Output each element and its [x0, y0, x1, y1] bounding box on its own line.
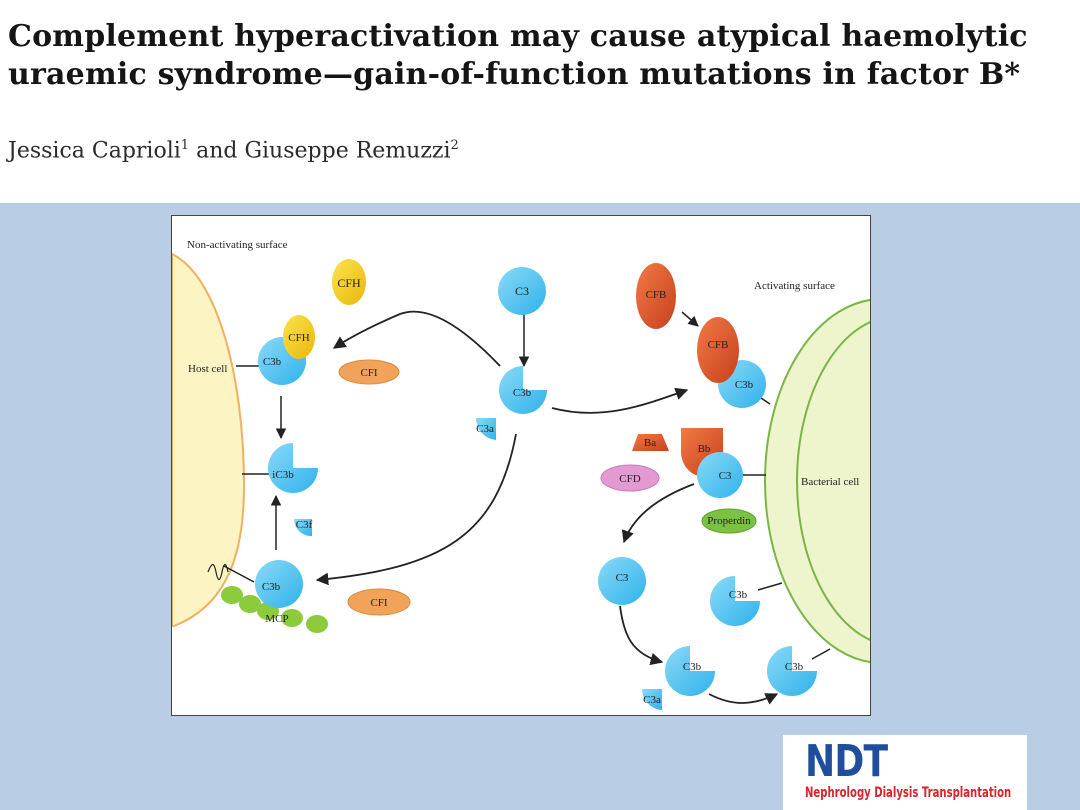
mcp-domain	[239, 595, 261, 613]
c3b-host-top-label: C3b	[263, 356, 282, 368]
cfh-free-label: CFH	[337, 276, 361, 290]
c3f-fragment	[293, 519, 312, 537]
ic3b-molecule	[268, 443, 318, 493]
arrow-c3-convertase	[621, 483, 695, 544]
journal-logo: NDT Nephrology Dialysis Transplantation	[783, 735, 1027, 810]
paper-header: Complement hyperactivation may cause aty…	[0, 0, 1080, 203]
paper-title: Complement hyperactivation may cause aty…	[8, 19, 1028, 92]
logo-acronym: NDT	[805, 736, 888, 787]
pathway-diagram: CFH C3 CFB Non-activating surface Activa…	[172, 239, 870, 710]
c3-top-molecule	[498, 267, 546, 315]
c3b-bottom-right-label: C3b	[785, 661, 804, 673]
arrow-c3b-to-bacterial	[551, 387, 689, 414]
mcp-anchor-line	[223, 565, 255, 583]
author-line: Jessica Caprioli1 and Giuseppe Remuzzi2	[8, 138, 459, 163]
cfb-free-molecule	[636, 263, 676, 329]
c3a-bottom-label: C3a	[643, 694, 661, 706]
properdin-label: Properdin	[707, 515, 751, 527]
c3-right-molecule	[697, 452, 743, 498]
author-name: Giuseppe Remuzzi	[244, 138, 451, 164]
bacterial-cell-outer	[764, 299, 870, 663]
cfh-free-molecule	[332, 259, 366, 305]
bacterial-cell-label: Bacterial cell	[801, 476, 859, 488]
arrow-c3b-to-host	[332, 310, 501, 367]
cfh-bound-molecule	[283, 315, 315, 359]
c3a-bottom-molecule	[642, 689, 662, 710]
non-activating-surface-label: Non-activating surface	[187, 239, 288, 251]
affiliation-mark: 1	[180, 138, 190, 153]
arrow-c3b-to-mcp	[315, 433, 517, 586]
c3b-bottom-mid-molecule	[665, 646, 715, 696]
c3-top-label: C3	[515, 284, 529, 298]
affiliation-mark: 2	[450, 138, 459, 153]
c3-lower-label: C3	[616, 572, 629, 584]
author-name: Jessica Caprioli	[8, 138, 181, 164]
cfd-label: CFD	[619, 473, 640, 485]
arrow-amplification	[708, 693, 779, 705]
cfb-free-label: CFB	[646, 289, 667, 301]
cfi-top-label: CFI	[360, 367, 377, 379]
arrow-c3-cleavage	[619, 605, 664, 666]
arrow-cfb-binding	[681, 311, 699, 327]
c3b-lower-right-label: C3b	[729, 589, 748, 601]
cfb-bound-molecule	[697, 317, 739, 383]
c3b-bottom-right-molecule	[767, 646, 817, 696]
cfi-bottom-label: CFI	[370, 597, 387, 609]
c3f-label: C3f	[296, 519, 313, 531]
c3b-bottom-mid-label: C3b	[683, 661, 702, 673]
ic3b-label: iC3b	[272, 469, 294, 481]
cfd-molecule	[600, 464, 660, 492]
cfb-bound-label: CFB	[708, 339, 729, 351]
host-cell-membrane	[172, 252, 246, 627]
activating-surface-label: Activating surface	[754, 280, 835, 292]
cfh-bound-label: CFH	[288, 332, 309, 344]
c3a-center-molecule	[475, 418, 496, 440]
ba-fragment	[632, 434, 669, 451]
bacterial-anchor-line	[811, 648, 831, 660]
c3-right-label: C3	[719, 470, 732, 482]
c3b-center-molecule	[499, 366, 547, 414]
author-separator: and	[189, 138, 245, 164]
c3b-right-label: C3b	[735, 379, 754, 391]
bb-label: Bb	[698, 443, 711, 455]
c3a-center-label: C3a	[476, 423, 494, 435]
host-cell-label: Host cell	[188, 363, 227, 375]
cfi-top-molecule	[338, 359, 400, 385]
logo-journal-name: Nephrology Dialysis Transplantation	[805, 785, 1012, 801]
c3b-lower-right-molecule	[710, 576, 760, 626]
mcp-domain	[221, 586, 243, 604]
c3b-host-bottom-molecule	[255, 560, 303, 608]
properdin-molecule	[701, 508, 757, 534]
c3-lower-molecule	[598, 557, 646, 605]
mcp-domain	[281, 609, 303, 627]
bacterial-cell-inner	[796, 321, 870, 641]
c3b-host-bottom-label: C3b	[262, 581, 281, 593]
ba-label: Ba	[644, 437, 656, 449]
mcp-transmembrane-coil	[207, 563, 229, 581]
c3b-center-label: C3b	[513, 387, 532, 399]
mcp-domain	[306, 615, 328, 633]
bacterial-anchor-line	[757, 582, 783, 591]
cfi-bottom-molecule	[347, 588, 411, 616]
complement-pathway-figure: CFH C3 CFB Non-activating surface Activa…	[171, 215, 871, 716]
mcp-label: MCP	[265, 613, 288, 625]
